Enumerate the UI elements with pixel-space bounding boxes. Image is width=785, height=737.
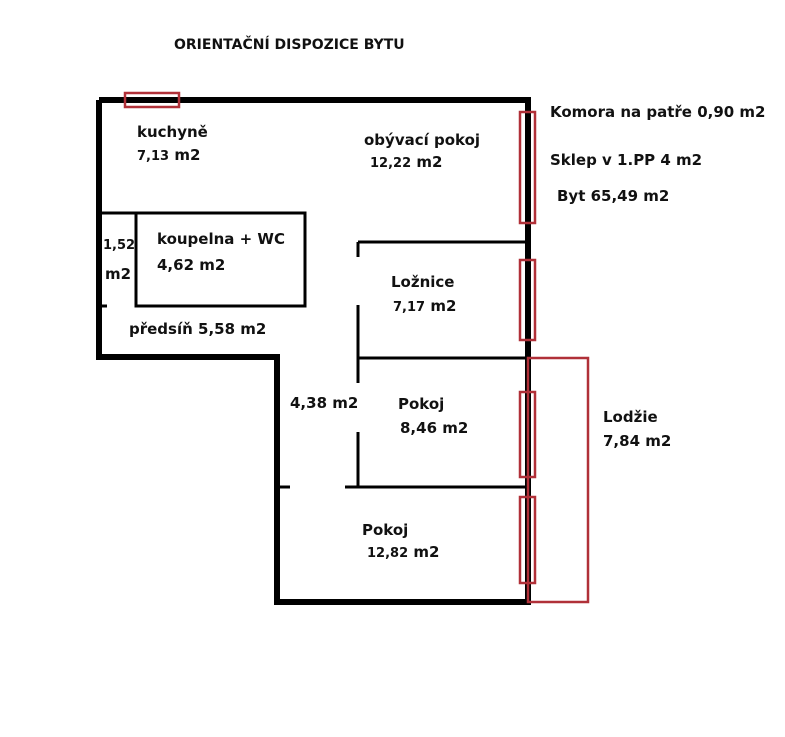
loggia-area: 7,84 m2	[603, 432, 672, 450]
bathroom-name: koupelna + WC	[157, 230, 285, 248]
small-room-unit: m2	[105, 265, 132, 283]
inner-walls	[99, 211, 528, 489]
living-area: 12,22 m2	[370, 153, 443, 171]
page-title: ORIENTAČNÍ DISPOZICE BYTU	[174, 37, 405, 53]
kitchen-window	[123, 91, 181, 109]
bedroom-window	[518, 258, 537, 342]
bathroom-area: 4,62 m2	[157, 256, 226, 274]
living-window	[518, 110, 537, 225]
windows	[123, 91, 590, 604]
room2-name: Pokoj	[362, 521, 409, 539]
small-room-area: 1,52	[103, 238, 136, 253]
kitchen-name: kuchyně	[137, 123, 208, 141]
room1-area: 8,46 m2	[400, 419, 469, 437]
loggia-outline	[526, 356, 590, 604]
loggia-name: Lodžie	[603, 408, 658, 426]
living-name: obývací pokoj	[364, 131, 481, 149]
outer-walls	[96, 97, 531, 605]
flat-summary: Byt 65,49 m2	[557, 187, 670, 205]
room1-name: Pokoj	[398, 395, 445, 413]
bedroom-area: 7,17 m2	[393, 297, 457, 315]
corridor-label: 4,38 m2	[290, 394, 359, 412]
hall-label: předsíň 5,58 m2	[129, 320, 267, 338]
room2-area: 12,82 m2	[367, 543, 440, 561]
bedroom-name: Ložnice	[391, 273, 455, 291]
cellar-summary: Sklep v 1.PP 4 m2	[550, 151, 703, 169]
kitchen-area: 7,13 m2	[137, 146, 201, 164]
storage-summary: Komora na patře 0,90 m2	[550, 103, 766, 121]
